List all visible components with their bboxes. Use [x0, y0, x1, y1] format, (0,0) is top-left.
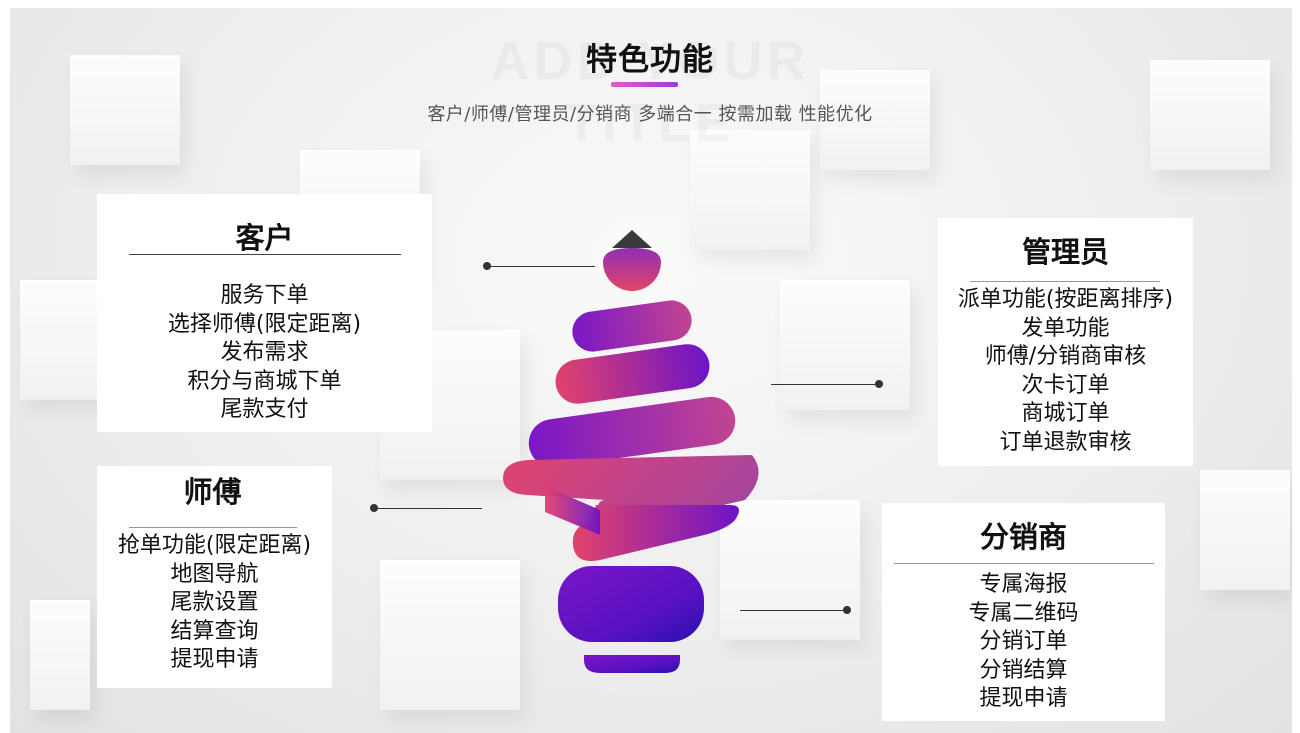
list-item: 发布需求 — [220, 340, 309, 366]
customer-card-divider — [129, 254, 401, 255]
master-feature-list: 抢单功能(限定距离) 地图导航 尾款设置 结算查询 提现申请 — [77, 532, 352, 675]
connector-line-distributor — [740, 610, 848, 611]
bg-tile — [20, 280, 110, 400]
connector-line-admin — [771, 384, 879, 385]
bulb-base-small — [584, 655, 680, 673]
distributor-feature-list: 专属海报 专属二维码 分销订单 分销结算 提现申请 — [882, 571, 1165, 714]
list-item: 订单退款审核 — [999, 429, 1132, 455]
bulb-top-triangle — [612, 230, 652, 248]
list-item: 专属海报 — [979, 572, 1068, 597]
distributor-card-title: 分销商 — [979, 520, 1067, 554]
distributor-card-divider — [894, 563, 1154, 564]
master-card-title: 师傅 — [183, 475, 242, 509]
bg-tile — [720, 500, 860, 640]
page-title: 特色功能 — [586, 42, 714, 78]
bg-tile — [1200, 470, 1290, 590]
list-item: 专属二维码 — [968, 600, 1079, 626]
master-card-divider — [129, 527, 297, 528]
bg-tile — [780, 280, 910, 410]
customer-feature-list: 服务下单 选择师傅(限定距离) 发布需求 积分与商城下单 尾款支付 — [97, 282, 432, 425]
admin-card-title: 管理员 — [1021, 235, 1109, 269]
frame-right — [1292, 0, 1300, 733]
list-item: 尾款设置 — [170, 590, 259, 616]
master-card: 师傅 抢单功能(限定距离) 地图导航 尾款设置 结算查询 提现申请 — [97, 466, 332, 688]
distributor-card: 分销商 专属海报 专属二维码 分销订单 分销结算 提现申请 — [882, 503, 1165, 721]
frame-top — [0, 0, 1300, 8]
list-item: 分销订单 — [979, 629, 1068, 655]
list-item: 尾款支付 — [220, 397, 309, 423]
list-item: 师傅/分销商审核 — [984, 344, 1147, 370]
customer-card-title: 客户 — [235, 221, 294, 255]
bulb-stripe-4 — [503, 455, 759, 561]
bg-tile — [820, 70, 930, 170]
list-item: 抢单功能(限定距离) — [117, 533, 312, 558]
bulb-top-cap — [603, 248, 661, 291]
list-item: 服务下单 — [220, 283, 309, 308]
list-item: 派单功能(按距离排序) — [957, 287, 1174, 312]
list-item: 结算查询 — [170, 618, 259, 644]
list-item: 发单功能 — [1021, 315, 1110, 341]
connector-dot-admin — [875, 380, 883, 388]
list-item: 选择师傅(限定距离) — [167, 311, 362, 337]
admin-card: 管理员 派单功能(按距离排序) 发单功能 师傅/分销商审核 次卡订单 商城订单 … — [938, 218, 1193, 466]
list-item: 地图导航 — [170, 561, 259, 587]
bg-tile — [1150, 60, 1270, 170]
bulb-base-large — [558, 566, 704, 642]
bg-tile — [30, 600, 90, 710]
list-item: 提现申请 — [979, 686, 1068, 712]
bg-tile — [380, 560, 520, 710]
connector-line-master — [374, 508, 482, 509]
customer-card: 客户 服务下单 选择师傅(限定距离) 发布需求 积分与商城下单 尾款支付 — [97, 194, 432, 432]
page-subtitle: 客户/师傅/管理员/分销商 多端合一 按需加载 性能优化 — [427, 104, 873, 125]
bg-tile — [70, 55, 180, 165]
bulb-stripe-2 — [555, 344, 710, 404]
bg-tile — [690, 130, 810, 250]
connector-dot-distributor — [843, 606, 851, 614]
list-item: 提现申请 — [170, 647, 259, 673]
title-underline — [611, 82, 678, 87]
admin-card-divider — [970, 281, 1160, 282]
bulb-stripe-3 — [528, 396, 736, 468]
bulb-stripe-1 — [572, 300, 692, 352]
list-item: 分销结算 — [979, 657, 1068, 683]
admin-feature-list: 派单功能(按距离排序) 发单功能 师傅/分销商审核 次卡订单 商城订单 订单退款… — [918, 286, 1213, 458]
frame-left — [0, 0, 10, 733]
connector-line-customer — [487, 266, 595, 267]
list-item: 积分与商城下单 — [187, 368, 342, 394]
list-item: 商城订单 — [1021, 401, 1110, 427]
list-item: 次卡订单 — [1021, 372, 1110, 398]
